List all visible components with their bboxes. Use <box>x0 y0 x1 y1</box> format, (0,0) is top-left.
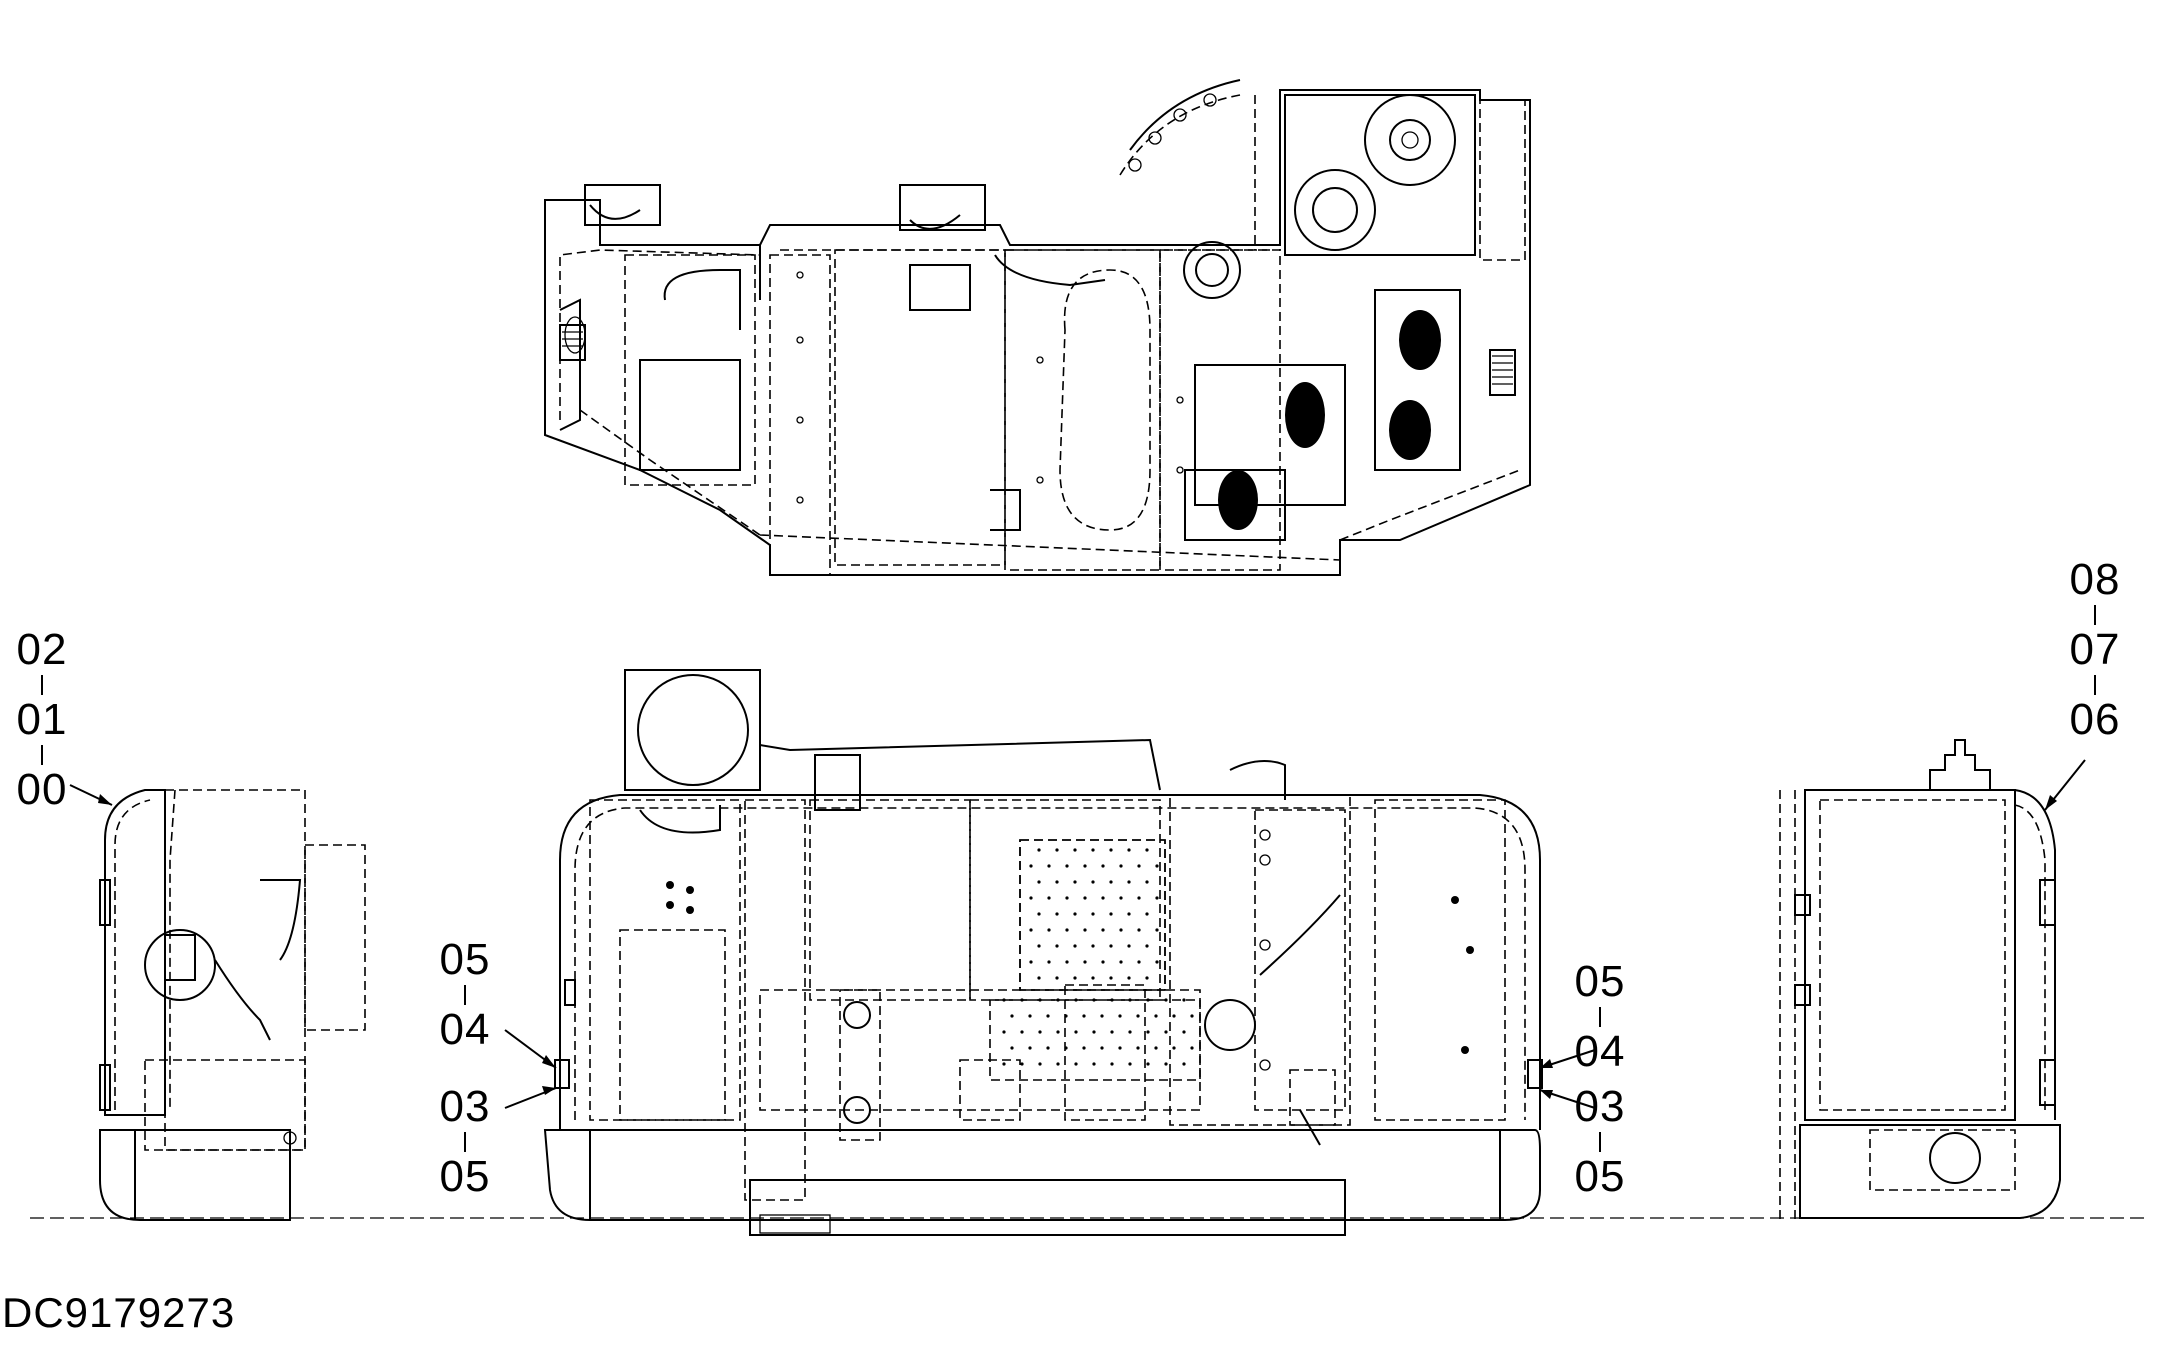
callout-01: 01 <box>16 695 68 744</box>
callout-separator <box>1599 1132 1601 1152</box>
callout-05-lower-right: 05 <box>1574 1152 1626 1201</box>
callout-separator <box>1599 1007 1601 1027</box>
callout-05-upper-right: 05 <box>1574 957 1626 1006</box>
callout-05-upper-left: 05 <box>439 935 491 984</box>
callout-00: 00 <box>16 765 68 814</box>
center-front-view <box>30 669 2150 1236</box>
stipple-panel <box>1002 839 1194 1066</box>
callout-separator <box>41 745 43 765</box>
callout-07: 07 <box>2069 625 2121 674</box>
callout-04-left: 04 <box>439 1005 491 1054</box>
callout-separator <box>2094 675 2096 695</box>
callout-separator <box>41 675 43 695</box>
document-id: DC9179273 <box>2 1289 236 1336</box>
top-view <box>544 79 1531 576</box>
callout-03-left: 03 <box>439 1082 491 1131</box>
right-side-view <box>1779 739 2061 1220</box>
callout-06: 06 <box>2069 695 2121 744</box>
callout-02: 02 <box>16 625 68 674</box>
callout-separator <box>2094 605 2096 625</box>
callout-03-right: 03 <box>1574 1082 1626 1131</box>
callout-separator <box>464 985 466 1005</box>
left-side-view <box>99 789 366 1221</box>
callout-04-right: 04 <box>1574 1027 1626 1076</box>
callout-separator <box>464 1132 466 1152</box>
callout-08: 08 <box>2069 555 2121 604</box>
leader-lines <box>69 759 2086 1109</box>
callout-05-lower-left: 05 <box>439 1152 491 1201</box>
